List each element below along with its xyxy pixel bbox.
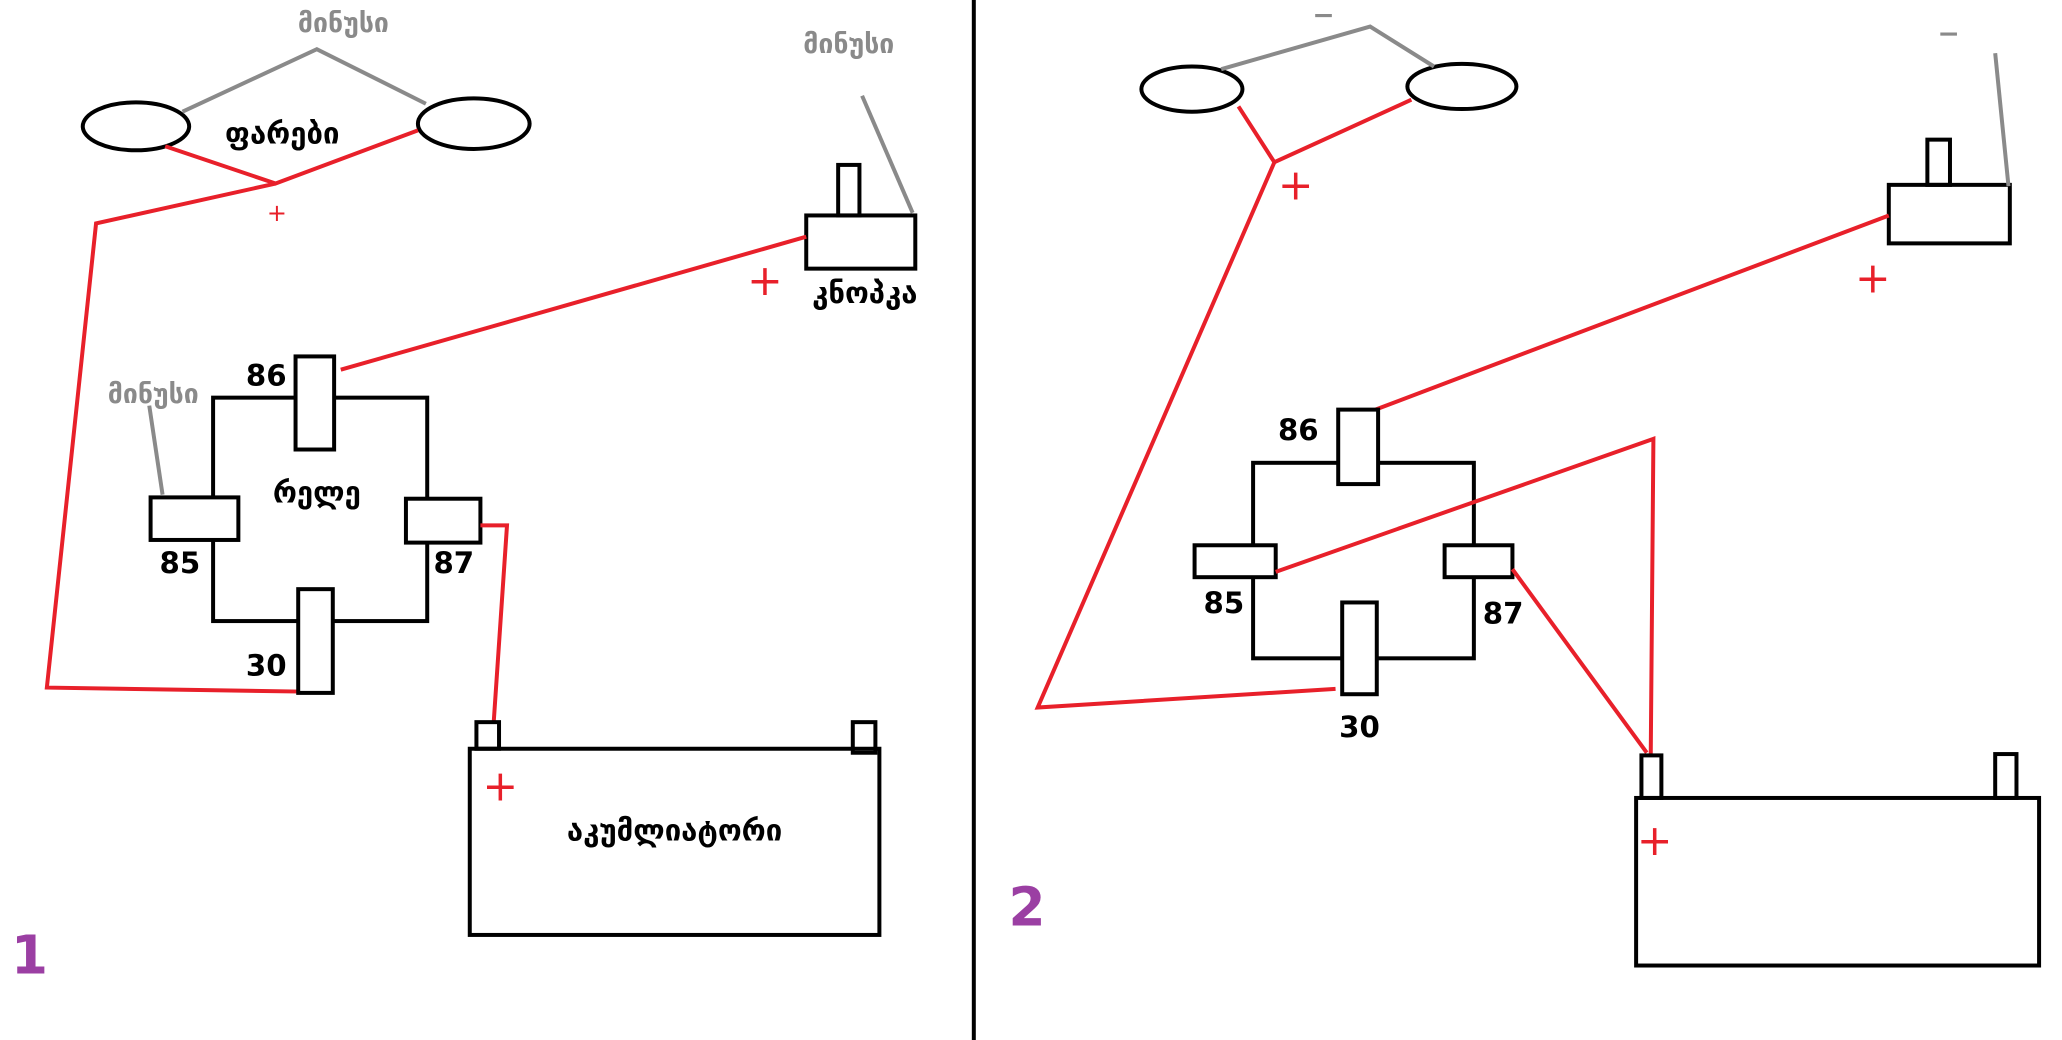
pin-86-label: 86 [246, 359, 287, 393]
button-stem [1925, 137, 1952, 187]
diagram-2: − + − + 86 85 87 30 + 2 [1009, 0, 2042, 968]
battery-terminal-positive [1639, 753, 1664, 800]
button-body [1886, 182, 2012, 246]
battery-body [1634, 795, 2042, 968]
relay-pin-85 [148, 495, 241, 542]
diagram-2-number: 2 [1009, 877, 1046, 939]
battery-terminal-negative [850, 720, 878, 755]
headlight-right [1405, 61, 1519, 112]
relay85-to-battery-wire [1275, 436, 1656, 756]
button-label: კნოპკა [812, 276, 917, 310]
relay-pin-87 [403, 496, 483, 545]
relay-pin-87 [1442, 543, 1515, 580]
pin-87-label: 87 [1483, 597, 1524, 631]
relay-pin-30 [1340, 600, 1379, 697]
relay87-to-battery-wire [1510, 568, 1649, 754]
headlight-right [415, 96, 532, 151]
pin-30-label: 30 [246, 649, 287, 683]
headlights-ground-wire [181, 46, 427, 114]
button-stem [836, 162, 862, 218]
relay-pin-85 [1192, 543, 1278, 580]
headlights-plus: + [1278, 161, 1314, 210]
headlights-plus: + [267, 199, 287, 227]
diagram-1: მინუსი ფარები + მინუსი + კნოპკა 86 85 87… [11, 8, 917, 987]
button-ground-wire [860, 94, 915, 214]
relay-pin-86 [1336, 407, 1381, 487]
button-to-relay86-wire [1374, 213, 1890, 412]
battery-body [467, 746, 882, 937]
relay30-to-headlights-wire [1034, 161, 1336, 710]
headlights-ground-wire [1220, 24, 1436, 72]
battery-terminal-negative [1993, 752, 2019, 800]
headlights-positive-wire [1236, 97, 1413, 165]
diagram-1-number: 1 [11, 925, 48, 987]
battery-label: აკუმლიატორი [567, 814, 782, 848]
headlights-label: ფარები [225, 117, 339, 151]
headlight-left [80, 100, 192, 153]
relay-pin-30 [296, 587, 335, 695]
battery-plus: + [483, 763, 519, 812]
button-body [804, 213, 918, 271]
pin-85-label: 85 [1203, 586, 1244, 620]
battery-terminal-positive [474, 720, 502, 751]
button-plus: + [747, 257, 783, 306]
pin-87-label: 87 [433, 546, 474, 580]
button-minus-label: მინუსი [803, 29, 894, 60]
headlights-minus-label: მინუსი [298, 8, 389, 39]
relay87-to-battery-wire [480, 523, 510, 723]
relay30-to-headlights-wire [44, 181, 300, 694]
battery-plus: + [1637, 817, 1673, 866]
button-minus-label: − [1938, 19, 1960, 50]
pin-85-label: 85 [159, 546, 200, 580]
relay85-ground-wire [147, 405, 165, 496]
relay-pin-86 [293, 354, 337, 452]
headlights-minus-label: − [1312, 0, 1334, 31]
button-ground-wire [1993, 52, 2011, 187]
pin-86-label: 86 [1278, 413, 1319, 447]
relay-minus-label: მინუსი [108, 379, 199, 410]
headlight-left [1139, 64, 1245, 114]
pin-30-label: 30 [1339, 710, 1380, 744]
button-plus: + [1855, 255, 1891, 304]
relay-label: რელე [273, 476, 361, 510]
button-to-relay86-wire [340, 234, 807, 372]
